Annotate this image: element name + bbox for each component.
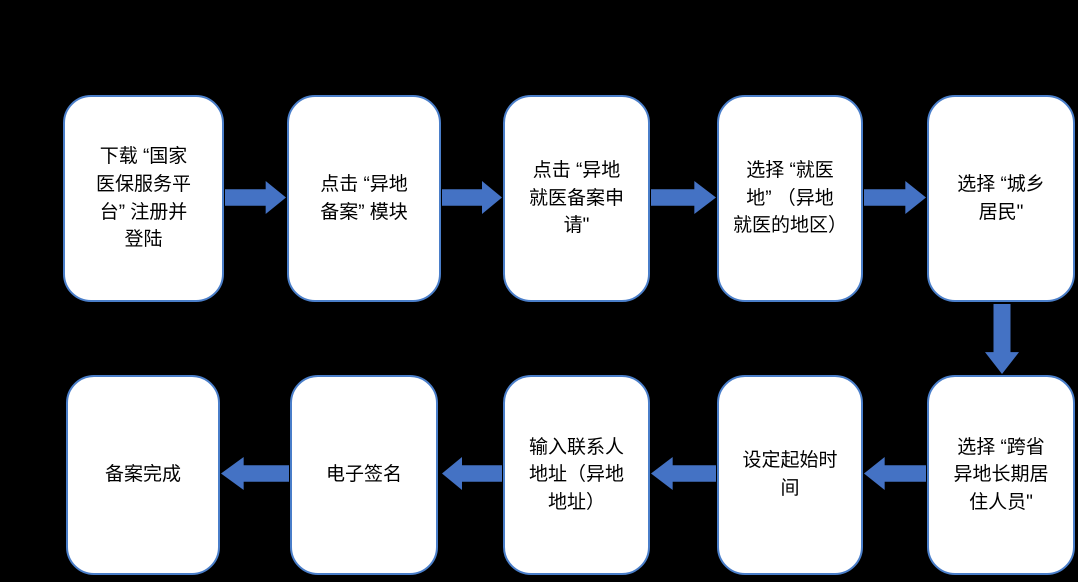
- step-label: 点击 “异地 就医备案申 请": [528, 160, 624, 237]
- step-select-treatment-area: 选择 “就医 地” （异地 就医的地区）: [717, 95, 863, 302]
- step-click-filing-application: 点击 “异地 就医备案申 请": [503, 95, 650, 302]
- step-label: 下载 “国家 医保服务平 台” 注册并 登陆: [95, 146, 191, 251]
- step-download-register: 下载 “国家 医保服务平 台” 注册并 登陆: [63, 95, 224, 302]
- step-label: 选择 “跨省 异地长期居 住人员": [953, 436, 1049, 513]
- step-label: 点击 “异地 备案” 模块: [320, 173, 408, 223]
- step-label: 选择 “城乡 居民": [957, 173, 1045, 223]
- step-label: 选择 “就医 地” （异地 就医的地区）: [732, 160, 847, 237]
- step-filing-complete: 备案完成: [66, 375, 220, 575]
- step-electronic-signature: 电子签名: [290, 375, 438, 575]
- arrow-left-icon: [651, 457, 716, 490]
- arrow-left-icon: [442, 457, 502, 490]
- step-label: 输入联系人 地址（异地 地址）: [528, 436, 624, 513]
- arrow-down-icon: [985, 304, 1019, 374]
- step-set-start-time: 设定起始时 间: [717, 375, 863, 575]
- step-select-cross-province-resident: 选择 “跨省 异地长期居 住人员": [927, 375, 1075, 575]
- step-label: 电子签名: [325, 464, 402, 486]
- arrow-right-icon: [651, 181, 716, 214]
- step-label: 备案完成: [104, 464, 181, 486]
- step-label: 设定起始时 间: [742, 450, 838, 499]
- arrow-left-icon: [221, 457, 289, 490]
- step-click-remote-filing-module: 点击 “异地 备案” 模块: [287, 95, 441, 302]
- arrow-right-icon: [864, 181, 926, 214]
- arrow-right-icon: [442, 181, 502, 214]
- step-enter-contact-address: 输入联系人 地址（异地 地址）: [503, 375, 650, 575]
- step-select-urban-rural-residents: 选择 “城乡 居民": [927, 95, 1075, 302]
- arrow-left-icon: [864, 457, 926, 490]
- arrow-right-icon: [225, 181, 286, 214]
